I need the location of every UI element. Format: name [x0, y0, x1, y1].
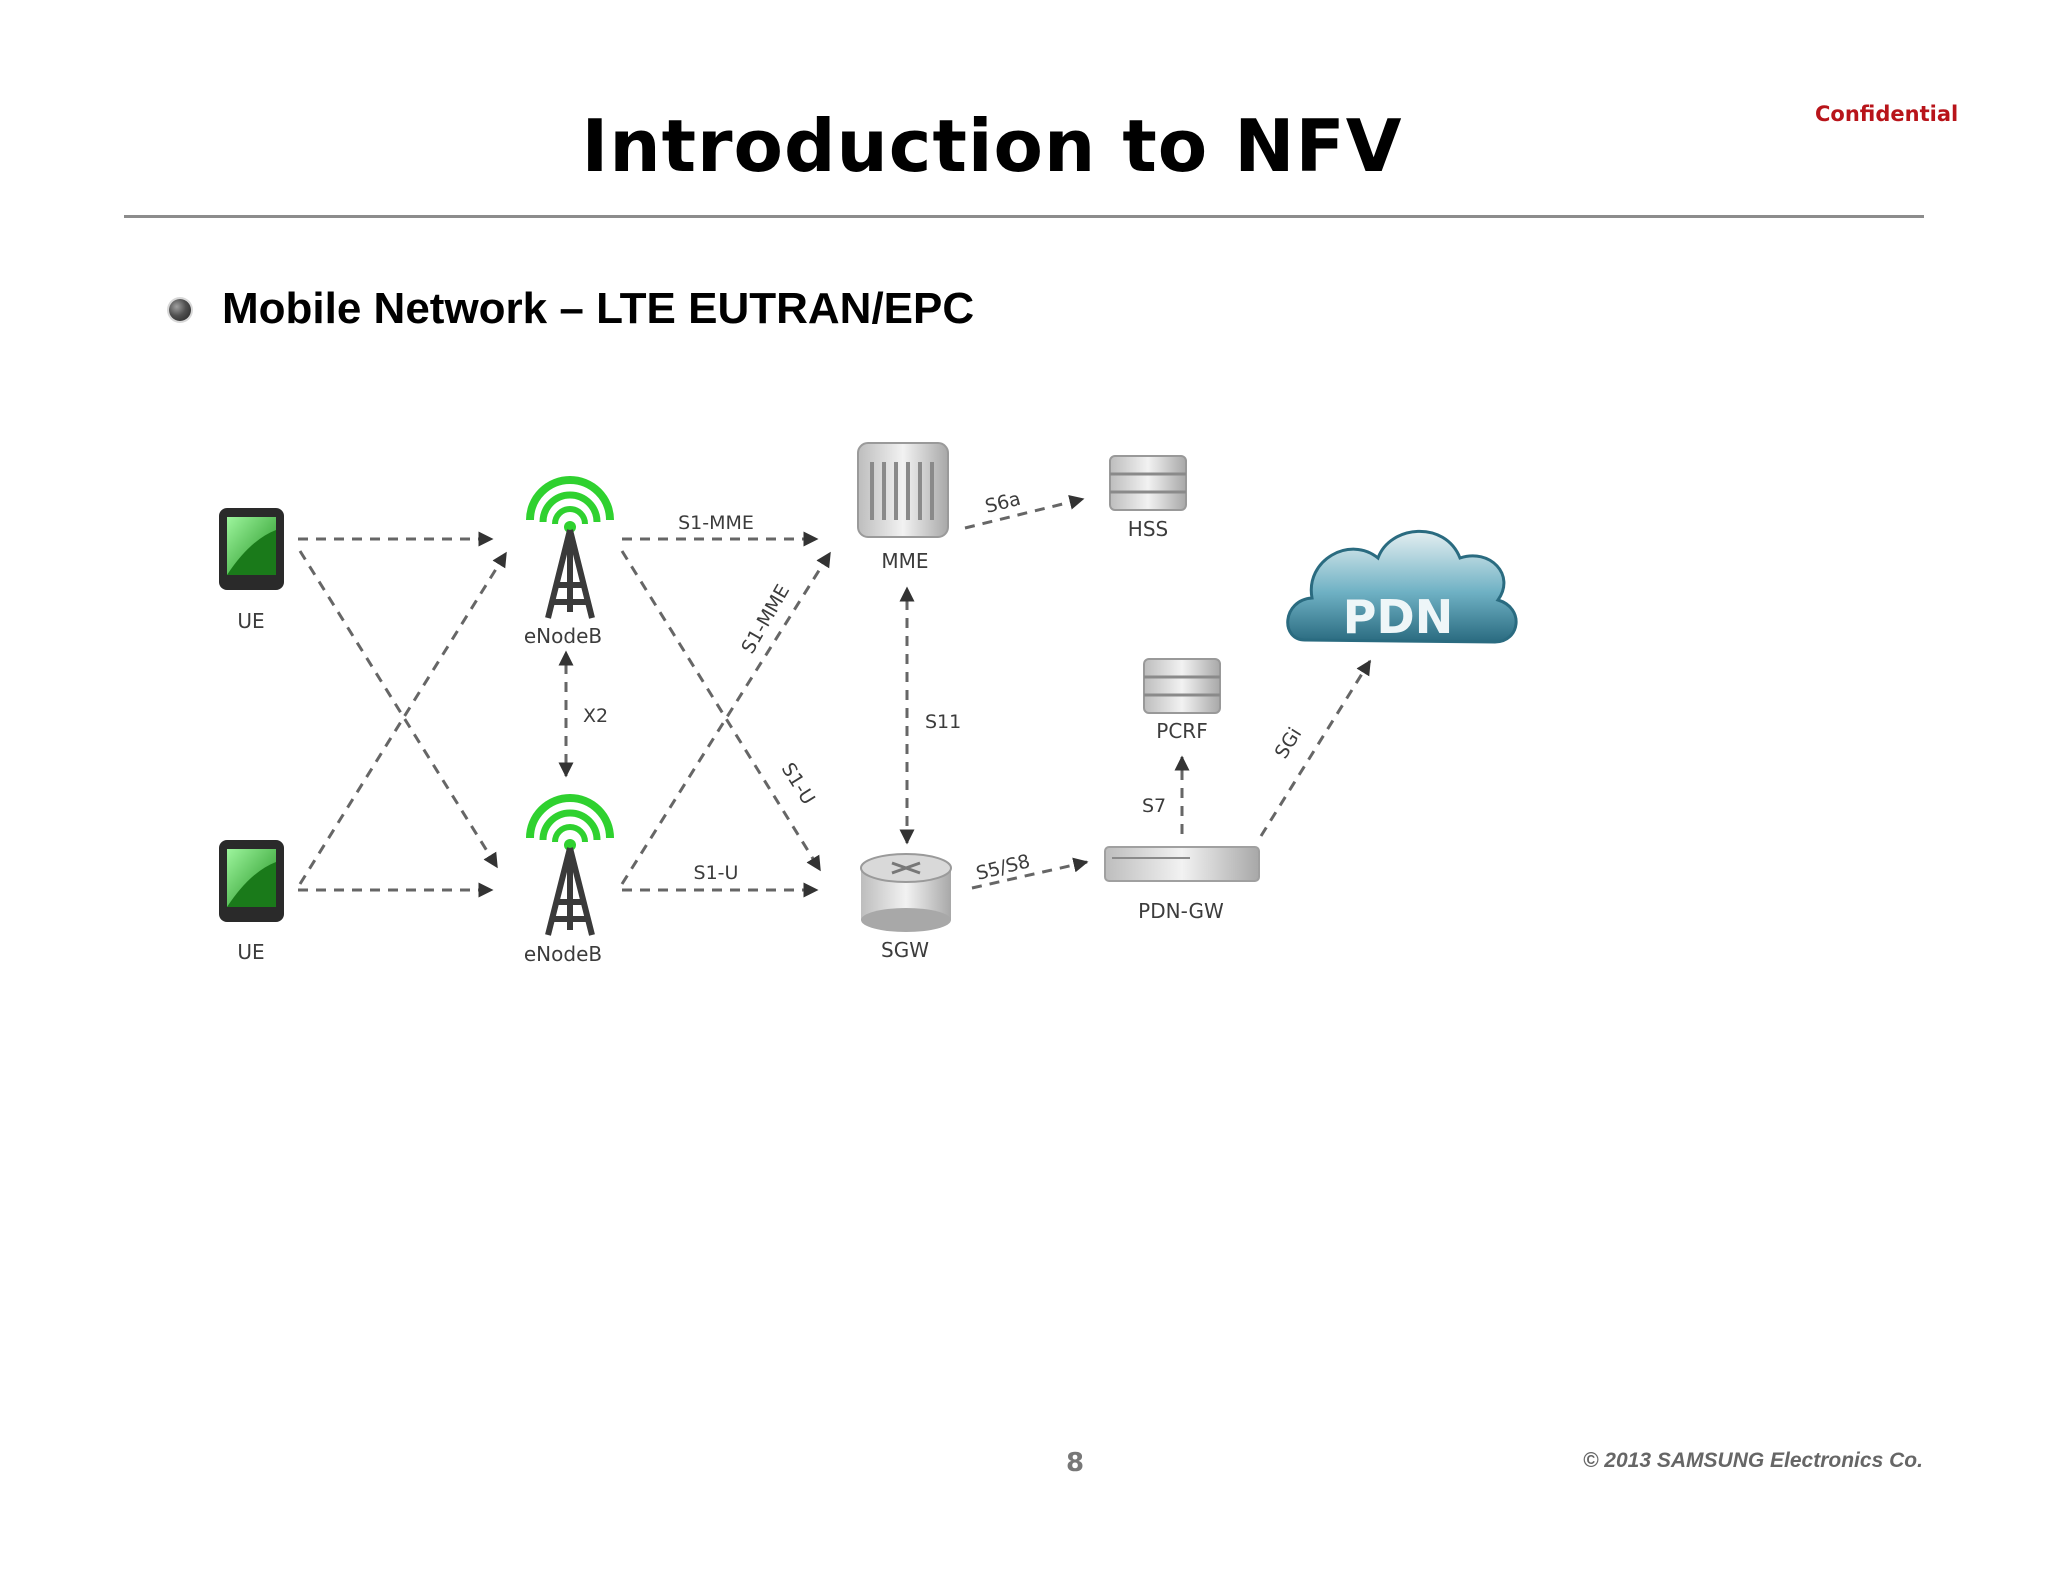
- links: [298, 494, 1372, 898]
- link-ue-top-enodeb-bottom: [298, 550, 499, 869]
- link-s5-s8: [971, 857, 1089, 890]
- copyright-notice: © 2013 SAMSUNG Electronics Co.: [1583, 1449, 1923, 1472]
- link-ue-bottom-enodeb-top: [298, 551, 508, 885]
- page-title: Introduction to NFV: [581, 104, 1403, 188]
- pdn-gw-appliance-icon: [1104, 846, 1260, 882]
- node-label-pcrf: PCRF: [1156, 719, 1207, 743]
- enodeb-top-antenna-icon: [526, 476, 614, 619]
- interface-label-s5-s8: S5/S8: [974, 850, 1032, 885]
- link-s6a: [964, 494, 1085, 530]
- pcrf-database-icon: [1143, 658, 1221, 714]
- interface-label-s1-u-diag: S1-U: [777, 759, 819, 809]
- hss-database-icon: [1109, 455, 1187, 511]
- link-sgi: [1259, 659, 1372, 837]
- node-label-ue-bottom: UE: [237, 940, 264, 964]
- confidential-label: Confidential: [1815, 102, 1959, 126]
- node-label-sgw: SGW: [881, 938, 929, 962]
- node-label-enodeb-bottom: eNodeB: [524, 942, 602, 966]
- node-label-ue-top: UE: [237, 609, 264, 633]
- title-divider: [124, 215, 1924, 218]
- interface-label-s6a: S6a: [983, 488, 1023, 518]
- interface-label-s1-u-bottom: S1-U: [694, 862, 739, 884]
- bullet-text: Mobile Network – LTE EUTRAN/EPC: [222, 284, 975, 333]
- node-label-enodeb-top: eNodeB: [524, 624, 602, 648]
- interface-label-s1-mme-diag: S1-MME: [737, 581, 794, 658]
- enodeb-bottom-antenna-icon: [526, 794, 614, 936]
- node-label-pdn-gw: PDN-GW: [1138, 899, 1224, 923]
- pdn-cloud-icon: PDN: [1286, 529, 1518, 644]
- page-number: 8: [1065, 1448, 1085, 1478]
- interface-label-s7: S7: [1142, 795, 1166, 817]
- node-label-mme: MME: [881, 549, 928, 573]
- link-s1-u-diag: [620, 550, 822, 872]
- interface-label-s1-mme-top: S1-MME: [678, 512, 754, 534]
- ue-bottom-phone-icon: [219, 840, 284, 922]
- ue-top-phone-icon: [219, 508, 284, 590]
- node-label-pdn: PDN: [1343, 590, 1453, 644]
- interface-label-s11: S11: [925, 711, 961, 733]
- link-s1-mme-diag: [620, 551, 832, 885]
- sgw-router-icon: [860, 853, 952, 932]
- node-label-hss: HSS: [1128, 517, 1168, 541]
- bullet-icon: [169, 299, 191, 321]
- interface-label-sgi: SGi: [1271, 724, 1307, 763]
- interface-label-x2: X2: [583, 705, 608, 727]
- mme-server-icon: [857, 442, 949, 538]
